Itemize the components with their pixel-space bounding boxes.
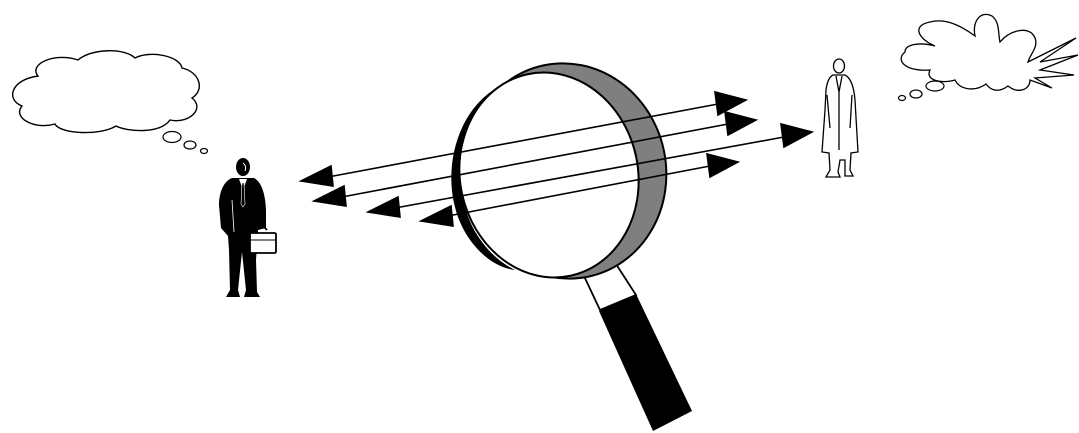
labcoat-body: [822, 75, 858, 177]
left-thought-bubble: [13, 51, 208, 154]
right-thought-dot-1: [926, 81, 944, 91]
arrowhead-left-2: [314, 186, 346, 206]
businessman-head: [236, 158, 250, 176]
right-thought-bubble: [899, 14, 1079, 100]
left-thought-dot-2: [184, 141, 196, 149]
arrowhead-right-1: [715, 92, 746, 115]
right-thought-dot-2: [910, 90, 922, 98]
magnifier-grip: [599, 294, 692, 431]
person-in-lab-coat-icon: [822, 59, 858, 177]
left-thought-dot-1: [163, 132, 181, 143]
arrowhead-right-3: [781, 124, 812, 147]
right-thought-dot-3: [899, 96, 906, 101]
left-thought-dot-3: [201, 149, 208, 154]
right-cloud-shape: [901, 14, 1078, 90]
arrowhead-left-1: [301, 166, 333, 186]
businessman-with-briefcase-icon: [219, 158, 276, 297]
arrowhead-right-4: [707, 154, 738, 177]
labcoat-head: [834, 59, 845, 73]
arrowhead-left-3: [368, 197, 400, 217]
arrowhead-right-2: [725, 112, 756, 135]
left-cloud-shape: [13, 51, 200, 133]
magnifying-glass-icon: [441, 45, 692, 431]
arrowhead-left-4: [421, 206, 453, 226]
